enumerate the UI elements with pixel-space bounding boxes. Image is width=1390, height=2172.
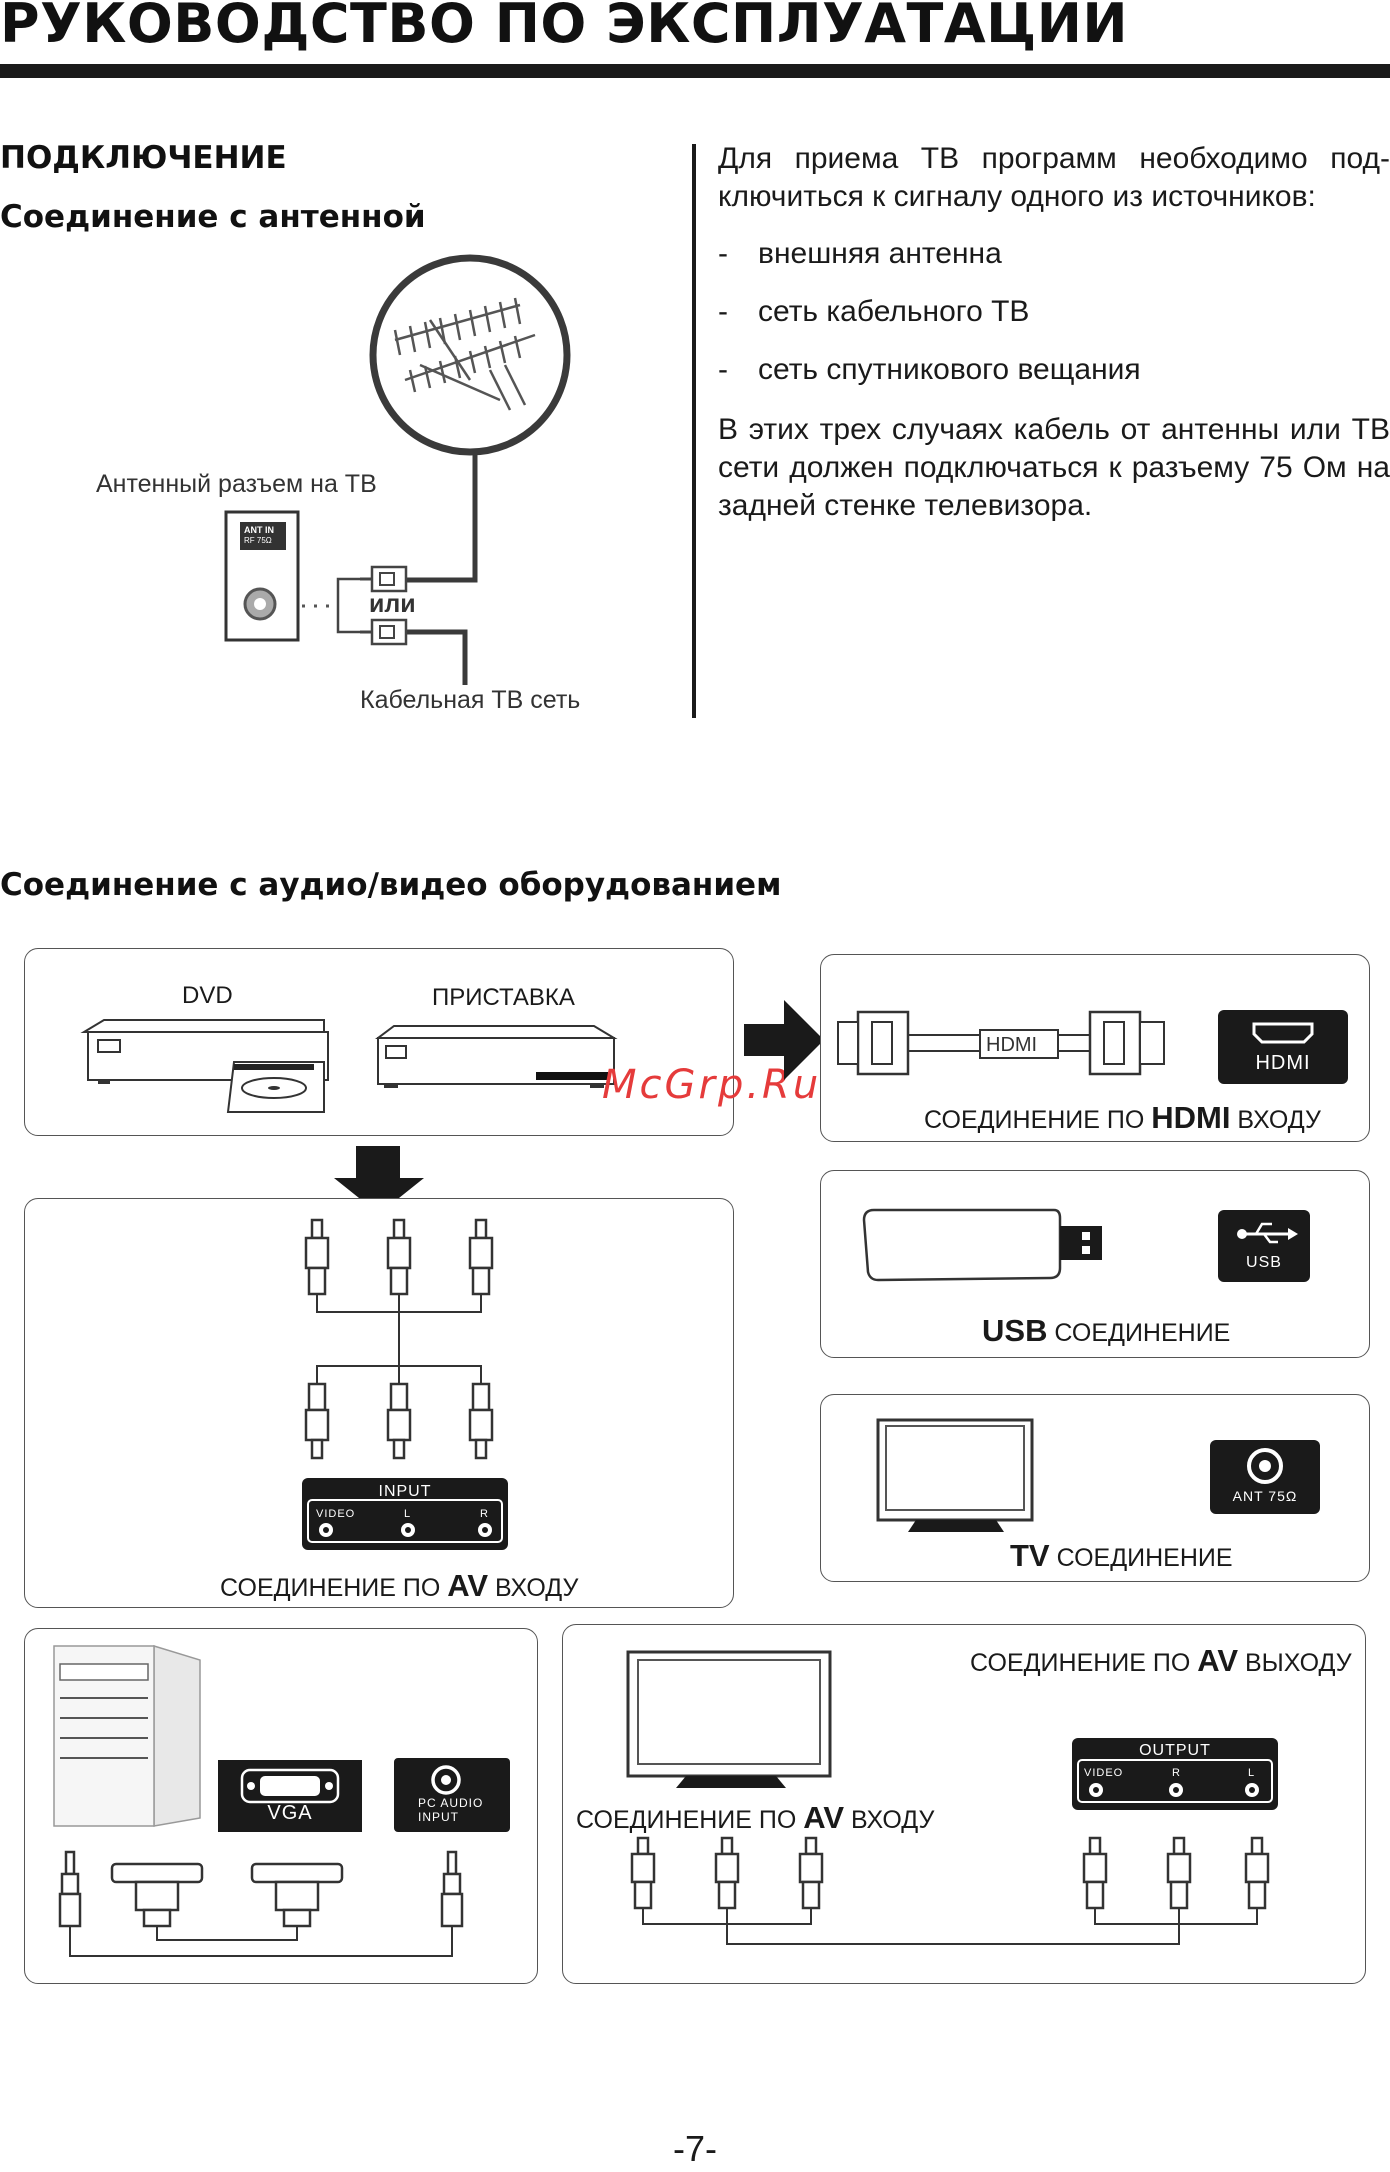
- ant-port-icon: [1210, 1440, 1320, 1514]
- bullet-item: -внешняя антенна: [718, 237, 1002, 270]
- watermark: McGrp.Ru: [602, 1062, 822, 1108]
- or-label: или: [369, 590, 416, 618]
- usb-stick-illustration: [862, 1208, 1102, 1282]
- vga-port-icon: [218, 1760, 362, 1832]
- section-title: ПОДКЛЮЧЕНИЕ: [0, 140, 287, 176]
- tv-caption: TV СОЕДИНЕНИЕ: [1010, 1538, 1233, 1573]
- page-number: -7-: [673, 2128, 717, 2169]
- hdmi-caption: СОЕДИНЕНИЕ ПО HDMI ВХОДУ: [924, 1100, 1321, 1135]
- devices-illustration: [80, 1019, 618, 1113]
- tv-illustration: [626, 1650, 832, 1788]
- av-output-caption: СОЕДИНЕНИЕ ПО AV ВЫХОДУ: [970, 1643, 1352, 1678]
- av-subtitle: Соединение с аудио/видео оборудованием: [0, 867, 782, 903]
- av-output-l: L: [1248, 1767, 1255, 1779]
- intro-lead: Для приема ТВ программ необходимо под-кл…: [718, 142, 1390, 213]
- pc-cables-illustration: [58, 1850, 464, 1957]
- hdmi-cable-label: HDMI: [986, 1034, 1038, 1056]
- pc-audio-port-icon: [394, 1758, 510, 1832]
- vga-port-label: VGA: [267, 1802, 313, 1824]
- antenna-diagram: [224, 254, 571, 685]
- usb-port-icon: [1218, 1210, 1310, 1282]
- av-tv-input-caption: СОЕДИНЕНИЕ ПО AV ВХОДУ: [576, 1800, 935, 1835]
- page-title: РУКОВОДСТВО ПО ЭКСПЛУАТАЦИИ: [0, 0, 1129, 55]
- av-input-l: L: [404, 1508, 411, 1520]
- arrow-down-icon: [334, 1146, 424, 1214]
- bullet-item: -сеть кабельного ТВ: [718, 295, 1030, 328]
- pc-audio-label-1: PC AUDIO: [418, 1796, 484, 1810]
- bullet-item: -сеть спутникового вещания: [718, 353, 1141, 386]
- av-output-video: VIDEO: [1084, 1767, 1124, 1779]
- av-output-title: OUTPUT: [1139, 1742, 1211, 1759]
- header-rule: [0, 64, 1390, 78]
- av-input-r: R: [480, 1508, 488, 1520]
- tv-illustration: [876, 1418, 1034, 1532]
- jack-marking-2: RF 75Ω: [244, 536, 272, 545]
- av-input-port-panel: [302, 1478, 508, 1550]
- usb-port-label: USB: [1246, 1254, 1282, 1271]
- box-label: ПРИСТАВКА: [432, 984, 575, 1011]
- av-output-cables-illustration: [630, 1836, 1270, 1945]
- rca-cable-illustration: [304, 1218, 494, 1460]
- arrow-right-icon: [744, 1000, 824, 1080]
- column-divider: [692, 144, 696, 718]
- tv-jack-label: Антенный разъем на ТВ: [96, 470, 377, 498]
- usb-caption: USB СОЕДИНЕНИЕ: [982, 1313, 1231, 1348]
- jack-marking-1: ANT IN: [244, 525, 274, 535]
- av-input-video: VIDEO: [316, 1508, 356, 1520]
- av-input-caption: СОЕДИНЕНИЕ ПО AV ВХОДУ: [220, 1568, 579, 1603]
- dvd-label: DVD: [182, 982, 233, 1009]
- pc-audio-label-2: INPUT: [418, 1810, 459, 1824]
- intro-closing: В этих трех случаях кабель от антенны ил…: [718, 413, 1390, 522]
- hdmi-port-label: HDMI: [1255, 1052, 1311, 1074]
- av-input-title: INPUT: [378, 1483, 432, 1500]
- hdmi-cable-illustration: [837, 1010, 1165, 1076]
- hdmi-port-icon: [1218, 1010, 1348, 1084]
- cable-network-label: Кабельная ТВ сеть: [360, 686, 581, 714]
- ant-port-label: ANT 75Ω: [1232, 1488, 1298, 1504]
- antenna-subtitle: Соединение с антенной: [0, 199, 426, 235]
- av-output-port-panel: [1072, 1738, 1278, 1810]
- pc-tower-illustration: [53, 1644, 201, 1827]
- av-output-r: R: [1172, 1767, 1180, 1779]
